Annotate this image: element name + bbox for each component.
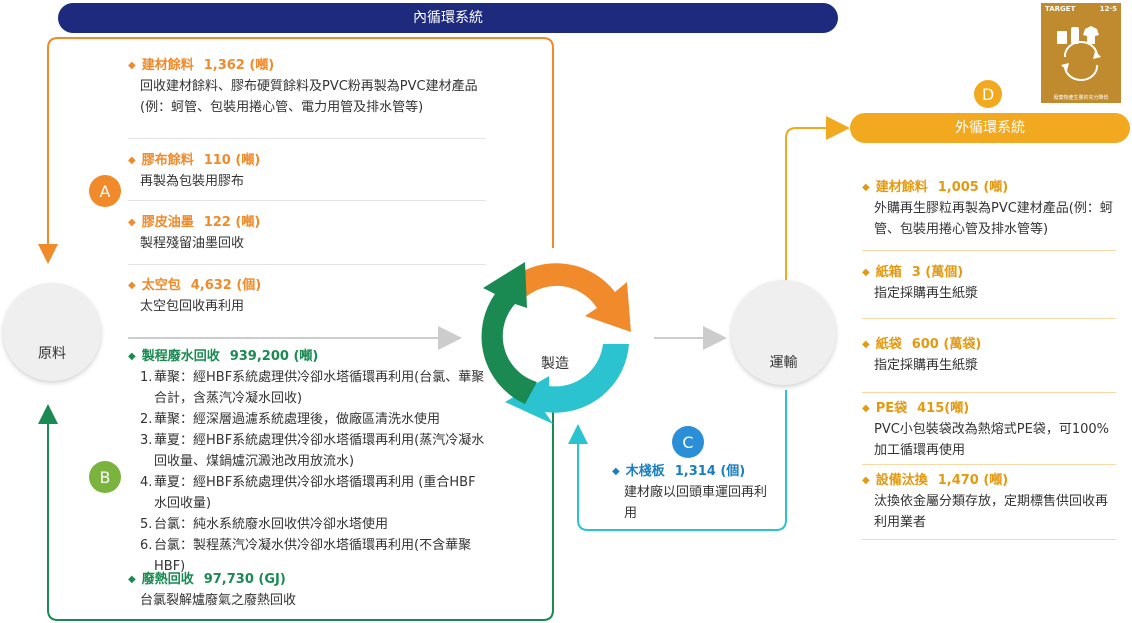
- divider: [862, 318, 1116, 319]
- manufacturing-node: 製造: [505, 314, 605, 372]
- item-value: 600 (萬袋): [911, 337, 982, 352]
- divider: [862, 539, 1116, 540]
- item-value: 1,470 (噸): [937, 473, 1009, 488]
- divider: [128, 200, 486, 201]
- badge-d: D: [974, 80, 1002, 108]
- sdg-recycle-icon: [1057, 26, 1101, 81]
- raw-to-mfg-arrowhead: [438, 326, 462, 350]
- badge-b: B: [89, 461, 121, 493]
- cycle-arrows: [481, 262, 631, 424]
- outer-loop-title-bar: 外循環系統: [850, 113, 1130, 143]
- item-description: 台氯裂解爐廢氣之廢熱回收: [140, 593, 297, 608]
- return-loop-arrowhead: [568, 424, 588, 444]
- item-description: 回收建材餘料、膠布硬質餘料及PVC粉再製為PVC建材產品(例：蚵管、包裝用捲心管…: [140, 79, 478, 115]
- divider: [128, 138, 486, 139]
- return-loop-line: [577, 390, 787, 531]
- sdg-target-tile: TARGET 12·5 廢棄物產生量的充分降低: [1041, 3, 1121, 103]
- badge-a: A: [89, 175, 121, 207]
- water-steps-list: 1.華聚：經HBF系統處理供冷卻水塔循環再利用(台氯、華聚合計，含蒸汽冷凝水回收…: [128, 367, 488, 577]
- item-value: 1,314 (個): [674, 464, 746, 479]
- sdg-label: TARGET: [1045, 5, 1076, 13]
- item-value: 97,730 (GJ): [203, 572, 286, 587]
- item-value: 1,362 (噸): [203, 58, 275, 73]
- outer-loop-title: 外循環系統: [955, 120, 1025, 136]
- item-description: 外購再生膠粒再製為PVC建材產品(例：蚵管、包裝用捲心管及排水管等): [874, 201, 1113, 237]
- divider: [128, 264, 486, 265]
- item-description: 製程殘留油墨回收: [140, 236, 245, 251]
- item-title: 設備汰換: [875, 473, 928, 488]
- sdg-caption: 廢棄物產生量的充分降低: [1053, 95, 1109, 101]
- item-title: 膠皮油墨: [141, 215, 194, 230]
- list-item: 4.華夏：經HBF系統處理供冷卻水塔循環再利用 (重合HBF水回收量): [140, 475, 476, 511]
- item-value: 939,200 (噸): [229, 349, 319, 364]
- item-value: 4,632 (個): [190, 278, 262, 293]
- raw-material-node: 原料: [3, 283, 101, 381]
- inner-loop-line: [47, 37, 554, 248]
- item-title: 製程廢水回收: [141, 349, 220, 364]
- item-description: 汰換依金屬分類存放，定期標售供回收再利用業者: [874, 494, 1109, 530]
- item-description: 建材廠以回頭車運回再利用: [624, 485, 768, 521]
- item-title: 木棧板: [625, 464, 665, 479]
- outer-loop-arrowhead: [826, 116, 850, 140]
- badge-c: C: [672, 426, 704, 458]
- item-value: 122 (噸): [203, 215, 261, 230]
- transport-label: 運輸: [769, 355, 798, 371]
- item-description: 指定採購再生紙漿: [874, 358, 979, 373]
- item-value: 3 (萬個): [911, 265, 964, 280]
- item-title: 紙箱: [875, 265, 902, 280]
- green-loop-arrowhead: [38, 404, 58, 424]
- inner-loop-arrowhead: [38, 244, 58, 264]
- item-value: 110 (噸): [203, 153, 261, 168]
- item-description: PVC小包裝袋改為熱熔式PE袋，可100%加工循環再使用: [874, 422, 1110, 458]
- item-title: PE袋: [875, 401, 908, 416]
- transport-node: 運輸: [731, 280, 836, 385]
- inner-loop-title-bar: 內循環系統: [58, 3, 838, 33]
- item-title: 紙袋: [875, 337, 902, 352]
- green-loop-line: [47, 410, 554, 621]
- item-description: 指定採購再生紙漿: [874, 286, 979, 301]
- cycle-orange-arrow: [503, 263, 631, 332]
- item-title: 太空包: [141, 278, 181, 293]
- item-value: 415(噸): [917, 401, 970, 416]
- list-item: 5.台氯：純水系統廢水回收供冷卻水塔使用: [140, 517, 389, 532]
- item-description: 太空包回收再利用: [140, 299, 245, 314]
- manufacturing-label: 製造: [541, 356, 569, 372]
- cycle-green-arrow: [481, 262, 537, 404]
- sdg-number: 12·5: [1099, 5, 1117, 13]
- list-item: 2.華聚：經深層過濾系統處理後，做廠區清洗水使用: [140, 412, 441, 427]
- list-item: 3.華夏：經HBF系統處理供冷卻水塔循環再利用(蒸汽冷凝水回收量、煤鍋爐沉澱池改…: [140, 433, 485, 469]
- divider: [862, 250, 1116, 251]
- list-item: 6.台氯：製程蒸汽冷凝水供冷卻水塔循環再利用(不含華聚HBF): [140, 538, 472, 574]
- cycle-teal-arrow: [505, 344, 629, 424]
- outer-loop-line: [785, 127, 830, 290]
- item-value: 1,005 (噸): [937, 180, 1009, 195]
- raw-material-label: 原料: [38, 346, 66, 362]
- item-title: 建材餘料: [141, 58, 194, 73]
- divider: [862, 464, 1116, 465]
- item-title: 建材餘料: [875, 180, 928, 195]
- item-title: 膠布餘料: [141, 153, 194, 168]
- divider: [862, 392, 1116, 393]
- inner-loop-title: 內循環系統: [413, 10, 483, 26]
- item-description: 再製為包裝用膠布: [140, 174, 245, 189]
- item-title: 廢熱回收: [141, 572, 194, 587]
- mfg-to-transport-arrowhead: [703, 326, 727, 350]
- list-item: 1.華聚：經HBF系統處理供冷卻水塔循環再利用(台氯、華聚合計，含蒸汽冷凝水回收…: [140, 370, 485, 406]
